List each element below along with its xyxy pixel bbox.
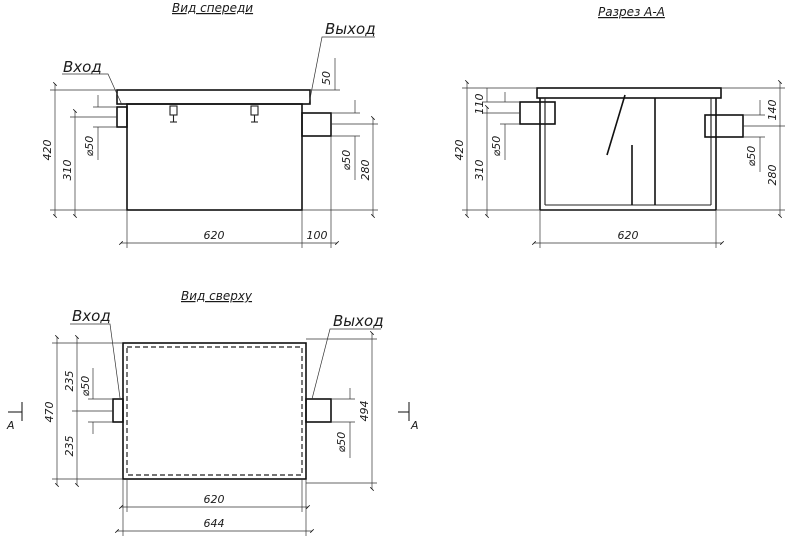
section-mark-right-letter: A	[410, 419, 419, 432]
top-body-outer	[122, 342, 307, 480]
section-dim-overall-height: 420	[453, 140, 466, 161]
front-inlet-label: Вход	[63, 58, 102, 76]
front-inlet-leader	[62, 73, 123, 106]
section-view: Разрез А-А 420 310 110 ⌀50	[453, 5, 785, 248]
top-inlet-label: Вход	[72, 307, 111, 325]
front-dim-outlet-diameter: ⌀50	[340, 150, 353, 171]
top-outlet-leader	[311, 328, 381, 400]
front-dim-outlet-height: 280	[359, 160, 372, 181]
front-clamp-right	[250, 105, 259, 123]
section-mark-left-letter: A	[6, 419, 15, 432]
front-outlet-leader	[308, 36, 375, 105]
front-outlet-label: Выход	[325, 20, 376, 38]
front-inlet-pipe	[116, 106, 128, 128]
section-lid	[536, 87, 722, 99]
front-view-title: Вид спереди	[172, 1, 253, 15]
section-dim-outlet-height: 280	[766, 165, 779, 186]
section-view-title: Разрез А-А	[598, 5, 665, 19]
front-dim-overall-height: 420	[41, 140, 54, 161]
front-clamp-left	[169, 105, 178, 123]
section-inlet-pipe	[519, 101, 556, 125]
top-outlet-label: Выход	[333, 312, 384, 330]
section-dim-outlet-offset: 140	[766, 100, 779, 121]
top-dim-overall-depth: 470	[43, 402, 56, 423]
front-body	[126, 103, 303, 211]
section-mark-right: A	[398, 402, 419, 432]
top-inlet-pipe	[112, 398, 124, 423]
top-view: Вид сверху Вход Выход 470 235 235 ⌀50 A	[6, 289, 419, 536]
top-dim-outer-width: 644	[204, 517, 225, 530]
top-dim-inner-width: 620	[204, 493, 225, 506]
top-outlet-pipe	[305, 398, 332, 423]
top-body-inner	[126, 346, 303, 476]
front-dim-inlet-height: 310	[61, 160, 74, 181]
section-dim-inlet-offset: 110	[473, 94, 486, 115]
front-dim-inlet-diameter: ⌀50	[83, 136, 96, 157]
section-dim-inlet-height: 310	[473, 160, 486, 181]
front-lid	[116, 89, 311, 105]
top-inlet-leader	[70, 323, 121, 399]
section-dim-outlet-diameter: ⌀50	[745, 146, 758, 167]
top-view-title: Вид сверху	[181, 289, 253, 303]
top-dim-inlet-diameter: ⌀50	[79, 376, 92, 397]
section-mark-left: A	[6, 402, 23, 432]
front-view: Вид спереди 420 310 ⌀50	[41, 1, 378, 248]
top-dim-half-upper: 235	[63, 371, 76, 392]
top-dim-half-lower: 235	[63, 436, 76, 457]
front-outlet-pipe	[301, 112, 332, 137]
top-dim-outlet-diameter: ⌀50	[335, 432, 348, 453]
front-dim-pipe-length: 100	[307, 229, 328, 242]
front-dim-body-width: 620	[204, 229, 225, 242]
section-dim-body-width: 620	[618, 229, 639, 242]
section-baffle	[606, 94, 626, 156]
section-dim-inlet-diameter: ⌀50	[490, 136, 503, 157]
top-dim-outer-depth: 494	[358, 401, 371, 422]
front-dim-lid-offset: 50	[320, 71, 333, 85]
